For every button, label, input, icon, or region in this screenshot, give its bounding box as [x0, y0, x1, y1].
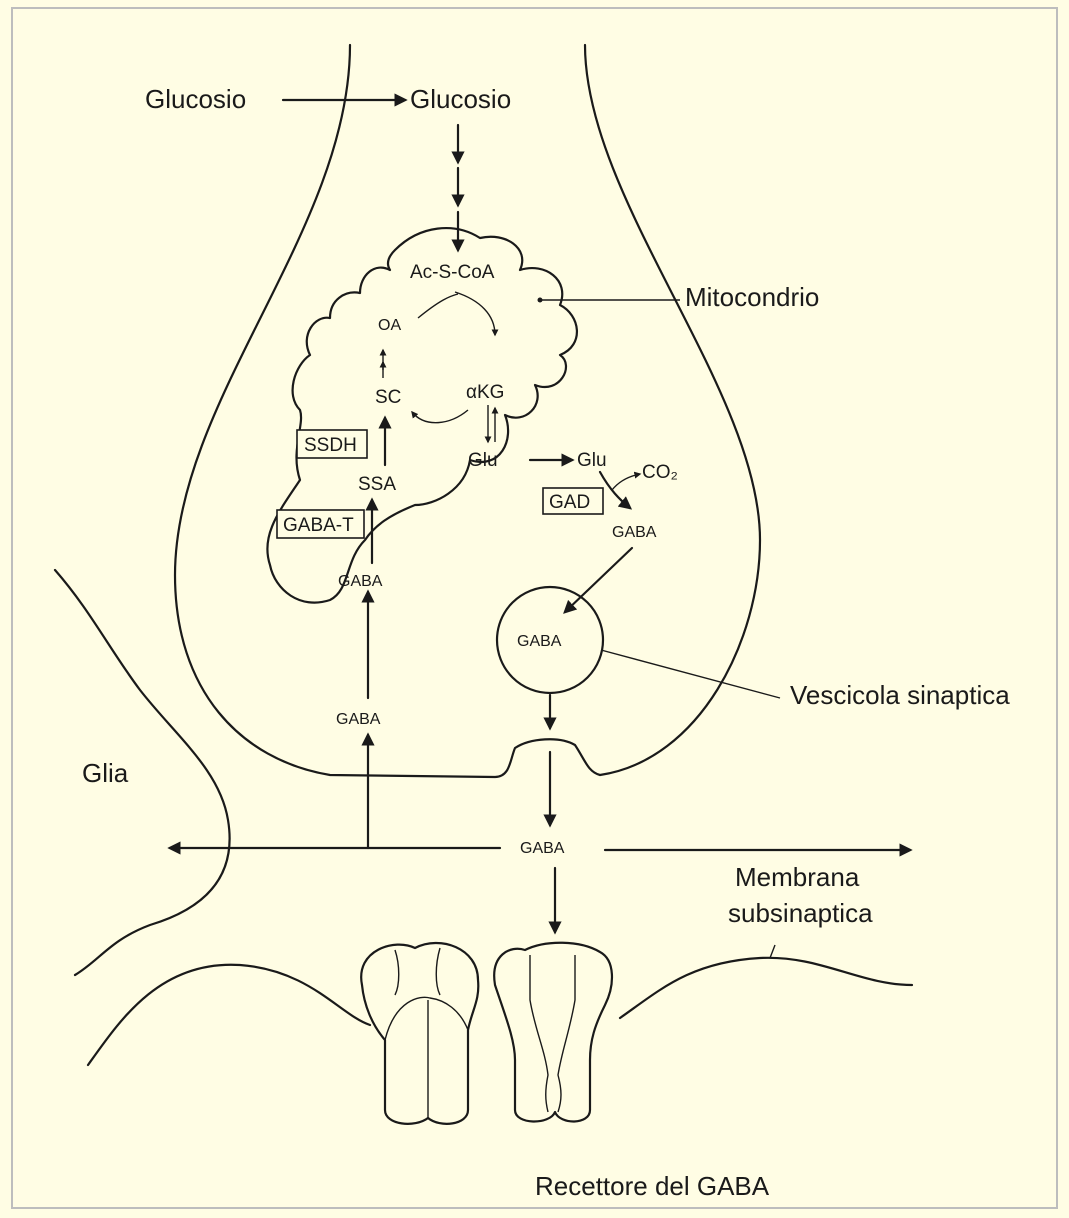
- glia-label: Glia: [82, 758, 129, 788]
- gaba-receptor-right: [494, 943, 612, 1122]
- gaba-cleft-label: GABA: [520, 840, 565, 857]
- gad-label: GAD: [549, 492, 590, 513]
- gaba-vesicle-label: GABA: [517, 633, 562, 650]
- vesicle-leader-line: [601, 650, 780, 698]
- krebs-arrow-akg-sc: [412, 410, 468, 423]
- glucose-inside-label: Glucosio: [410, 84, 511, 114]
- ssa-label: SSA: [358, 474, 396, 495]
- co2-release-arrow: [612, 474, 640, 490]
- gaba-mito-label: GABA: [338, 573, 383, 590]
- glucose-outside-label: Glucosio: [145, 84, 246, 114]
- figure-frame: [12, 8, 1057, 1208]
- glu-mito-label: Glu: [468, 450, 498, 471]
- membrane-leader-line: [770, 945, 775, 958]
- subsynaptic-membrane: [88, 958, 912, 1065]
- krebs-arrow-acoa-akg: [455, 292, 495, 335]
- gaba-receptor-label: Recettore del GABA: [535, 1171, 770, 1201]
- mitochondrion-leader-dot: [538, 298, 543, 303]
- glu-to-gaba-arrow: [600, 472, 630, 508]
- gaba-receptor-left: [361, 943, 478, 1124]
- mitochondrion-label: Mitocondrio: [685, 282, 819, 312]
- synaptic-vesicle-label: Vescicola sinaptica: [790, 680, 1010, 710]
- krebs-arrow-oa-acoa: [418, 294, 458, 318]
- gaba-to-vesicle-arrow: [565, 548, 632, 612]
- membrane-label-line2: subsinaptica: [728, 898, 873, 928]
- gaba-t-label: GABA-T: [283, 515, 354, 536]
- gaba-cyto-label: GABA: [612, 524, 657, 541]
- sc-label: SC: [375, 387, 401, 408]
- oa-label: OA: [378, 317, 401, 334]
- gaba-uptake-label: GABA: [336, 711, 381, 728]
- akg-label: αKG: [466, 382, 504, 403]
- membrane-label-line1: Membrana: [735, 862, 860, 892]
- ssdh-label: SSDH: [304, 435, 357, 456]
- mitochondrion-outline: [267, 228, 577, 603]
- co2-label: CO₂: [642, 462, 678, 483]
- acetyl-coa-label: Ac-S-CoA: [410, 262, 495, 283]
- glu-cyto-label: Glu: [577, 450, 607, 471]
